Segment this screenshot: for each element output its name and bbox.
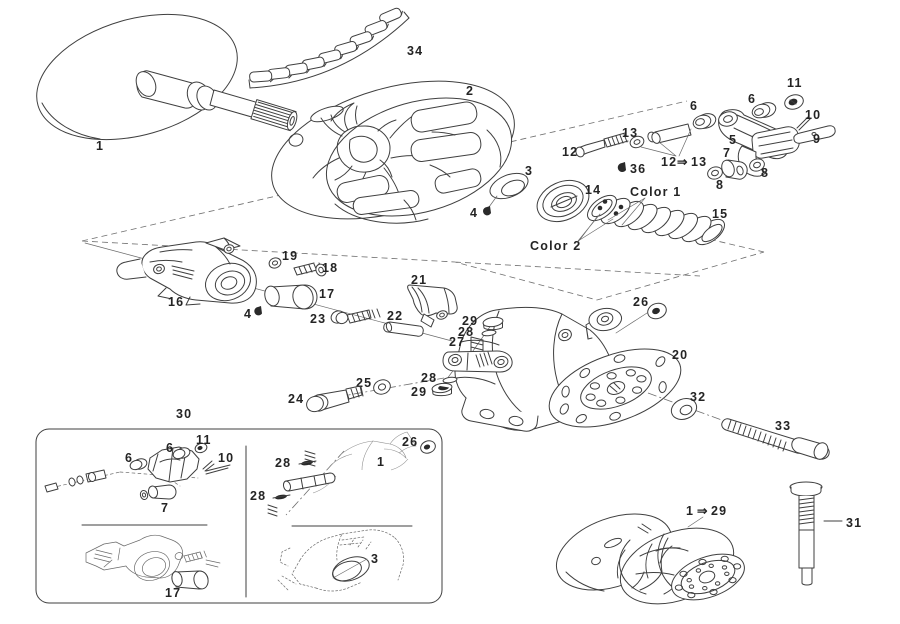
- svg-text:14: 14: [585, 183, 601, 197]
- svg-text:18: 18: [322, 261, 338, 275]
- svg-text:25: 25: [356, 376, 372, 390]
- svg-text:11: 11: [196, 433, 212, 447]
- svg-text:28: 28: [250, 489, 266, 503]
- svg-text:12: 12: [661, 155, 677, 169]
- svg-text:28: 28: [275, 456, 291, 470]
- svg-text:22: 22: [387, 309, 403, 323]
- svg-text:3: 3: [525, 164, 533, 178]
- svg-text:34: 34: [407, 44, 423, 58]
- svg-text:33: 33: [775, 419, 791, 433]
- svg-text:29: 29: [711, 504, 727, 518]
- svg-text:17: 17: [319, 287, 335, 301]
- svg-text:24: 24: [288, 392, 304, 406]
- svg-text:16: 16: [168, 295, 184, 309]
- svg-text:6: 6: [125, 451, 133, 465]
- svg-text:⇒: ⇒: [677, 155, 689, 169]
- svg-text:31: 31: [846, 516, 862, 530]
- svg-text:2: 2: [466, 84, 474, 98]
- svg-text:10: 10: [218, 451, 234, 465]
- svg-text:27: 27: [449, 335, 465, 349]
- svg-text:1: 1: [96, 139, 104, 153]
- svg-text:13: 13: [691, 155, 707, 169]
- svg-text:26: 26: [402, 435, 418, 449]
- svg-text:Color 2: Color 2: [530, 239, 581, 253]
- svg-text:23: 23: [310, 312, 326, 326]
- svg-text:19: 19: [282, 249, 298, 263]
- svg-text:30: 30: [176, 407, 192, 421]
- svg-text:15: 15: [712, 207, 728, 221]
- svg-text:Color 1: Color 1: [630, 185, 681, 199]
- svg-text:6: 6: [690, 99, 698, 113]
- svg-text:1: 1: [377, 455, 385, 469]
- svg-text:28: 28: [458, 325, 474, 339]
- svg-text:28: 28: [421, 371, 437, 385]
- svg-text:8: 8: [716, 178, 724, 192]
- svg-text:6: 6: [748, 92, 756, 106]
- svg-text:32: 32: [690, 390, 706, 404]
- svg-text:36: 36: [630, 162, 646, 176]
- svg-text:3: 3: [371, 552, 379, 566]
- svg-text:20: 20: [672, 348, 688, 362]
- svg-text:7: 7: [723, 146, 731, 160]
- svg-text:7: 7: [161, 501, 169, 515]
- svg-text:13: 13: [622, 126, 638, 140]
- svg-text:29: 29: [462, 314, 478, 328]
- svg-text:4: 4: [244, 307, 252, 321]
- svg-text:29: 29: [411, 385, 427, 399]
- svg-text:17: 17: [165, 586, 181, 600]
- svg-text:12: 12: [562, 145, 578, 159]
- svg-text:9: 9: [813, 132, 821, 146]
- svg-text:26: 26: [633, 295, 649, 309]
- svg-text:5: 5: [729, 133, 737, 147]
- svg-text:21: 21: [411, 273, 427, 287]
- svg-text:6: 6: [166, 441, 174, 455]
- svg-text:8: 8: [761, 166, 769, 180]
- svg-text:⇒: ⇒: [697, 504, 709, 518]
- svg-text:4: 4: [470, 206, 478, 220]
- svg-text:1: 1: [686, 504, 694, 518]
- svg-text:10: 10: [805, 108, 821, 122]
- svg-text:11: 11: [787, 76, 803, 90]
